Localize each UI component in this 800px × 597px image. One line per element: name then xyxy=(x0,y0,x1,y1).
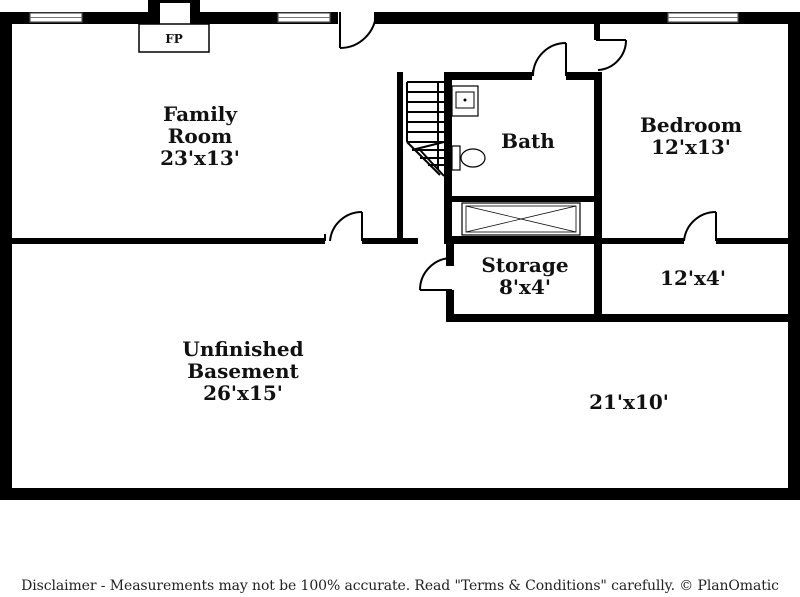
stairs xyxy=(398,81,445,177)
bedroom-label: Bedroom xyxy=(640,113,742,137)
bedroom-dimensions: 12'x13' xyxy=(651,135,731,159)
bottom-wall xyxy=(0,488,800,500)
right-wall xyxy=(788,12,800,500)
family-room-label-line2: Room xyxy=(168,124,232,148)
exterior-door xyxy=(338,10,377,49)
family-room-dimensions: 23'x13' xyxy=(160,146,240,170)
toilet-tank xyxy=(451,145,461,171)
unfinished-basement-label-line1: Unfinished xyxy=(182,337,303,361)
storage-dimensions: 8'x4' xyxy=(499,275,551,299)
bath-label: Bath xyxy=(501,129,555,153)
fireplace: FP xyxy=(138,0,210,53)
fireplace-label: FP xyxy=(165,32,183,46)
storage-label: Storage xyxy=(481,253,568,277)
toilet xyxy=(460,148,486,168)
bath-fixtures xyxy=(451,85,581,236)
closet-dimensions: 12'x4' xyxy=(660,266,726,290)
interior-walls xyxy=(0,20,800,322)
unfinished-basement-dimensions: 26'x15' xyxy=(203,381,283,405)
left-wall xyxy=(0,12,12,500)
family-room-label-line1: Family xyxy=(163,102,238,126)
room-labels: Family Room 23'x13' Bath Bedroom 12'x13'… xyxy=(160,102,742,414)
unfinished-right-dimensions: 21'x10' xyxy=(589,390,669,414)
unfinished-basement-label-line2: Basement xyxy=(187,359,299,383)
windows xyxy=(29,12,739,23)
disclaimer-text: Disclaimer - Measurements may not be 100… xyxy=(21,578,779,594)
